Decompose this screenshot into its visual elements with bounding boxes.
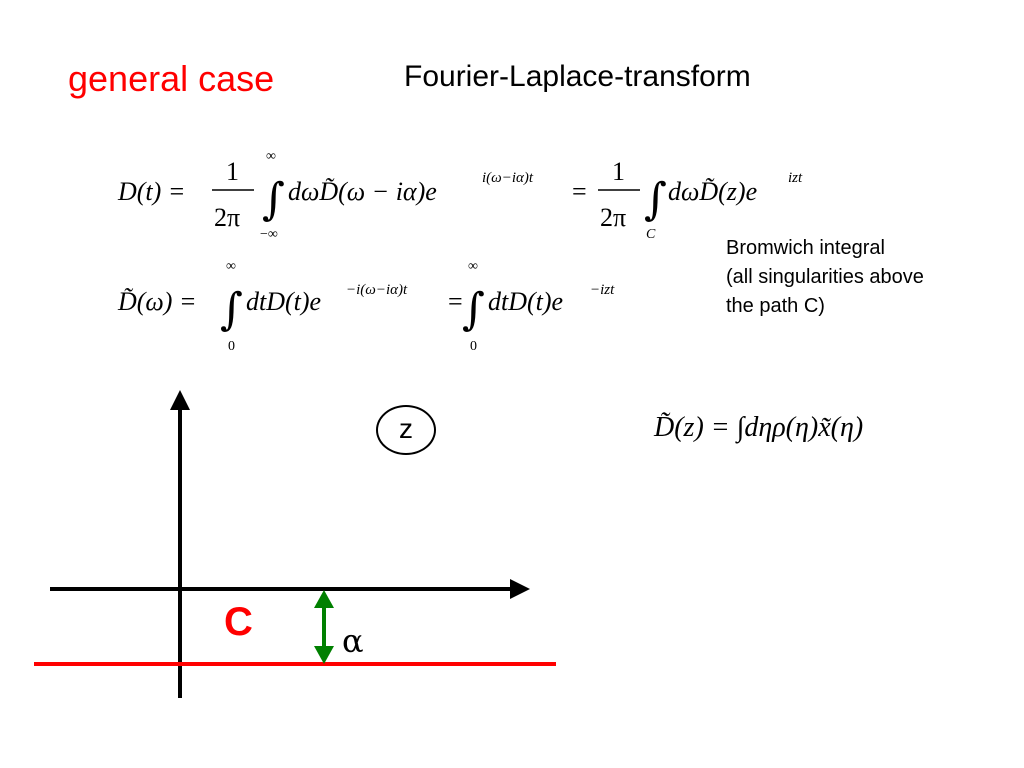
eq2-integrand-2: dtD(t)e xyxy=(488,287,563,316)
equation-1: D(t) = 1 2π ∞ ∫ −∞ dωD̃(ω − iα)e i(ω−iα)… xyxy=(117,149,803,242)
eq2-integrand: dtD(t)e xyxy=(246,287,321,316)
bromwich-note: Bromwich integral (all singularities abo… xyxy=(726,234,924,321)
complex-plane-label: z xyxy=(376,405,436,455)
eq1-int-lower: −∞ xyxy=(260,227,278,242)
eq1-frac2-num: 1 xyxy=(612,157,625,186)
eq1-exponent: i(ω−iα)t xyxy=(482,170,534,186)
eq2-equals-2: = xyxy=(448,287,463,316)
eq2-exponent-2: −izt xyxy=(590,282,615,298)
eq2-int-lower: 0 xyxy=(228,339,235,354)
eq2-int2-upper: ∞ xyxy=(468,259,478,274)
eq2-integral-sign-2: ∫ xyxy=(462,284,485,335)
eq1-equals-2: = xyxy=(572,177,587,206)
shift-alpha-label: α xyxy=(342,622,364,660)
eq1-integral-sign-2: ∫ xyxy=(644,174,667,225)
complex-plane-diagram xyxy=(34,390,556,698)
note-line-2: (all singularities above xyxy=(726,266,924,288)
eq1-frac1-num: 1 xyxy=(226,157,239,186)
equation-2: D̃(ω) = ∞ ∫ 0 dtD(t)e −i(ω−iα)t = ∞ ∫ 0 … xyxy=(117,259,615,354)
eq2-int-upper: ∞ xyxy=(226,259,236,274)
eq1-frac2-den: 2π xyxy=(600,203,626,232)
note-line-1: Bromwich integral xyxy=(726,237,885,259)
imaginary-axis-arrowhead xyxy=(170,390,190,410)
eq2-int2-lower: 0 xyxy=(470,339,477,354)
eq1-frac1-den: 2π xyxy=(214,203,240,232)
eq2-exponent: −i(ω−iα)t xyxy=(346,282,408,298)
eq1-exponent-2: izt xyxy=(788,170,803,186)
real-axis-arrowhead xyxy=(510,579,530,599)
shift-arrow-down-head xyxy=(314,646,334,664)
eq1-int-upper: ∞ xyxy=(266,149,276,164)
eq2-lhs: D̃(ω) = xyxy=(117,287,197,316)
equation-3: D̃(z) = ∫dηρ(η)x̃(η) xyxy=(653,412,863,444)
slide-title: Fourier-Laplace-transform xyxy=(404,60,751,93)
eq1-integrand-2: dωD̃(z)e xyxy=(668,177,757,206)
shift-arrow-up-head xyxy=(314,590,334,608)
eq1-integral-sign: ∫ xyxy=(262,174,285,225)
eq1-int2-lower: C xyxy=(646,227,656,242)
eq1-lhs: D(t) = xyxy=(117,177,185,206)
eq2-integral-sign: ∫ xyxy=(220,284,243,335)
eq1-integrand: dωD̃(ω − iα)e xyxy=(288,177,437,206)
note-line-3: the path C) xyxy=(726,295,825,317)
contour-label: C xyxy=(224,600,253,644)
slide-subtitle-general-case: general case xyxy=(68,58,275,99)
